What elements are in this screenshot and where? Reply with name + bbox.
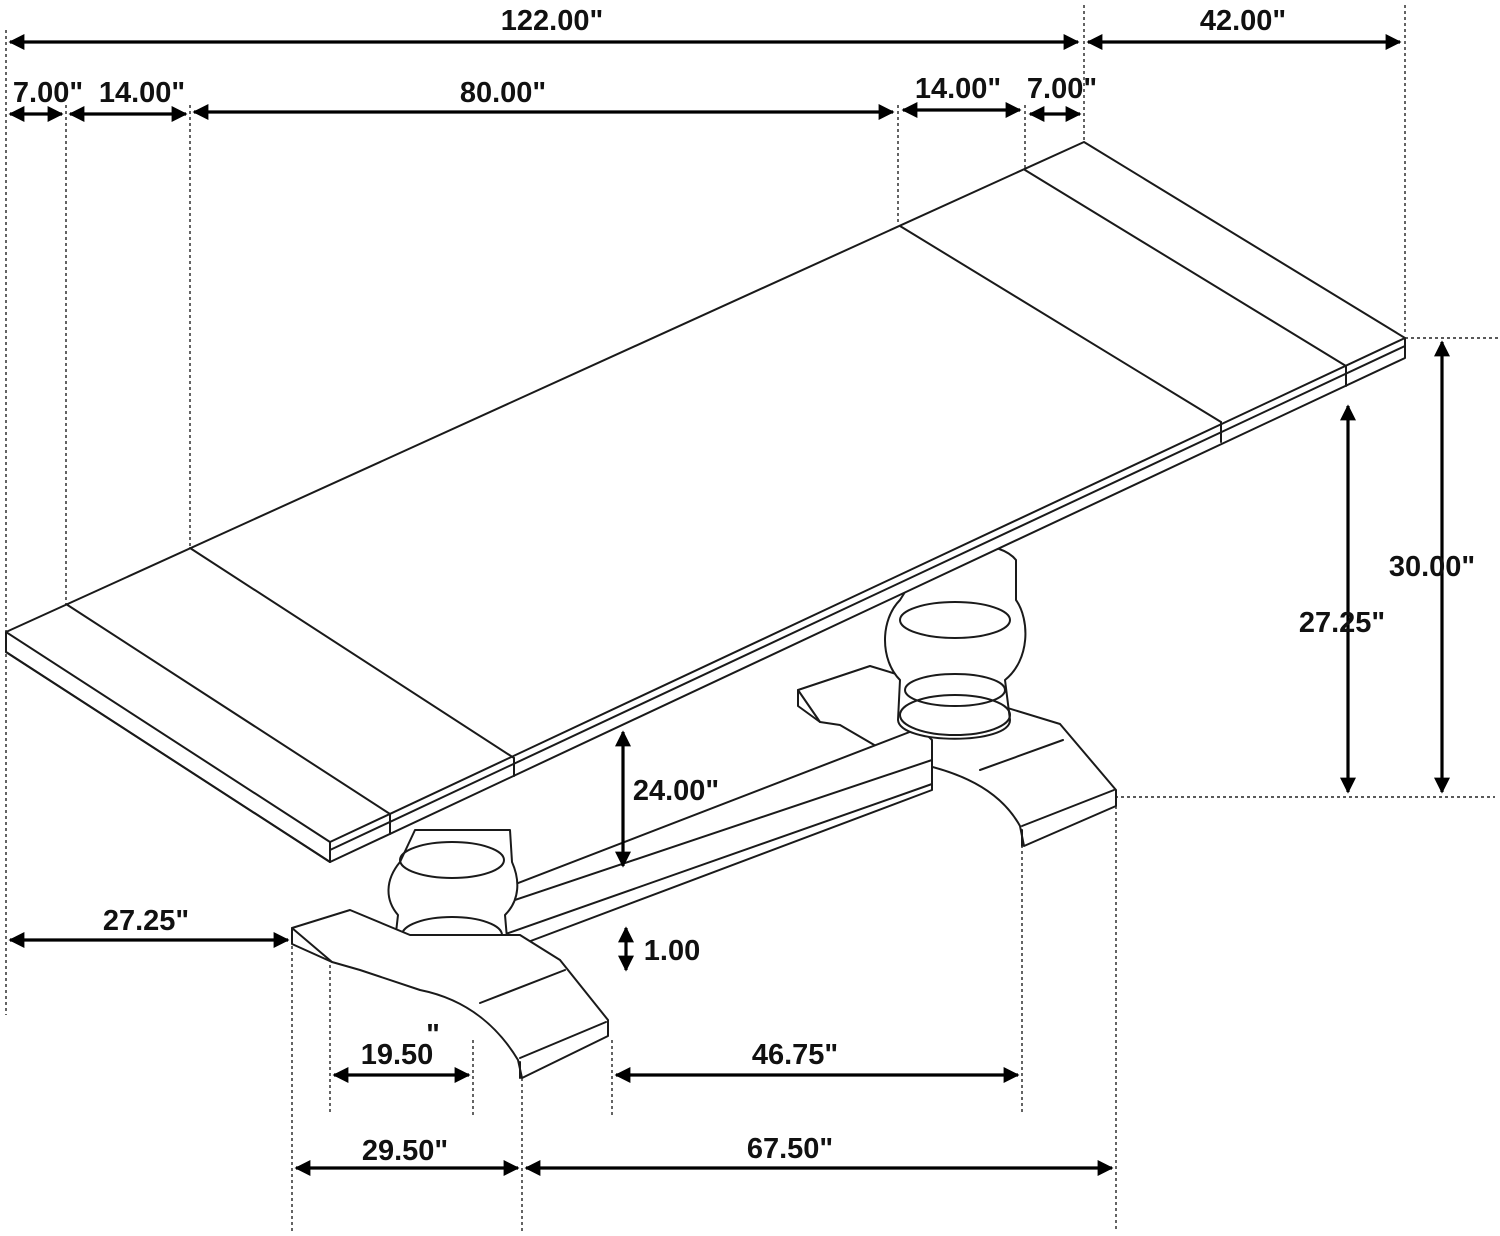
label-right-end: 7.00" [1027,73,1097,105]
label-left-leaf: 14.00" [99,77,185,109]
label-overall-length: 122.00" [501,5,603,37]
right-pedestal [884,544,1027,740]
stretcher [499,727,933,949]
label-foot-inner: 19.50 [361,1039,434,1071]
label-foot-width: 29.50" [362,1135,448,1167]
extension-lines [5,5,1500,1232]
label-center-top: 80.00" [460,77,546,109]
left-base [291,909,609,1079]
dimension-arrows [8,34,1450,1176]
label-base-length: 67.50" [747,1133,833,1165]
label-between-feet: 46.75" [752,1039,838,1071]
label-left-end: 7.00" [13,77,83,109]
table-top [5,141,1406,863]
label-knee-clearance: 24.00" [633,775,719,807]
label-right-leaf: 14.00" [915,73,1001,105]
label-depth: 42.00" [1200,5,1286,37]
label-overhang: 27.25" [103,905,189,937]
label-base-to-top: 27.25" [1299,607,1385,639]
label-foot-inner-mark: " [426,1019,440,1051]
label-total-height: 30.00" [1389,551,1475,583]
label-stretcher-height: 1.00 [644,935,700,967]
dimension-labels: 122.00" 42.00" 7.00" 14.00" 80.00" 14.00… [13,5,1475,1167]
